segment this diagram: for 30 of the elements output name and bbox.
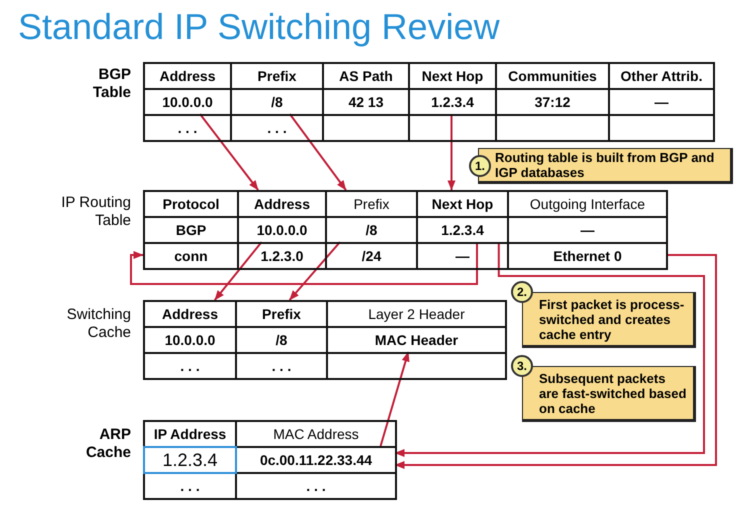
header-cell: Address	[143, 62, 232, 90]
table-title: BGP Table	[92, 66, 131, 102]
callout-number: 2.	[511, 281, 533, 303]
arrow	[380, 352, 410, 446]
arrow	[448, 114, 456, 190]
callout-number: 1.	[469, 155, 491, 177]
header-cell: Address	[143, 300, 237, 328]
table-cell: . . .	[143, 114, 232, 142]
table-title: IP Routing Table	[60, 194, 131, 230]
slide-title: Standard IP Switching Review	[18, 6, 500, 48]
header-cell: Other Attrib.	[608, 62, 715, 90]
table-title: Switching Cache	[66, 306, 131, 342]
table-title: ARP Cache	[84, 426, 131, 462]
header-cell: Protocol	[143, 190, 239, 218]
table-cell: . . .	[235, 472, 397, 500]
arrow	[288, 241, 341, 301]
arrow	[130, 242, 478, 285]
table-cell: 1.2.3.4	[143, 446, 237, 474]
arrow	[289, 113, 347, 191]
table-cell: . . .	[143, 472, 237, 500]
header-cell: MAC Address	[235, 420, 397, 448]
header-cell: IP Address	[143, 420, 237, 448]
header-cell: Layer 2 Header	[326, 300, 507, 328]
callout-number: 3.	[511, 355, 533, 377]
header-cell: Outgoing Interface	[507, 190, 668, 218]
table-cell: Ethernet 0	[507, 242, 668, 270]
arrow	[214, 241, 262, 301]
arrow	[199, 113, 259, 191]
table-cell: conn	[143, 242, 239, 270]
table-cell: . . .	[143, 352, 237, 380]
